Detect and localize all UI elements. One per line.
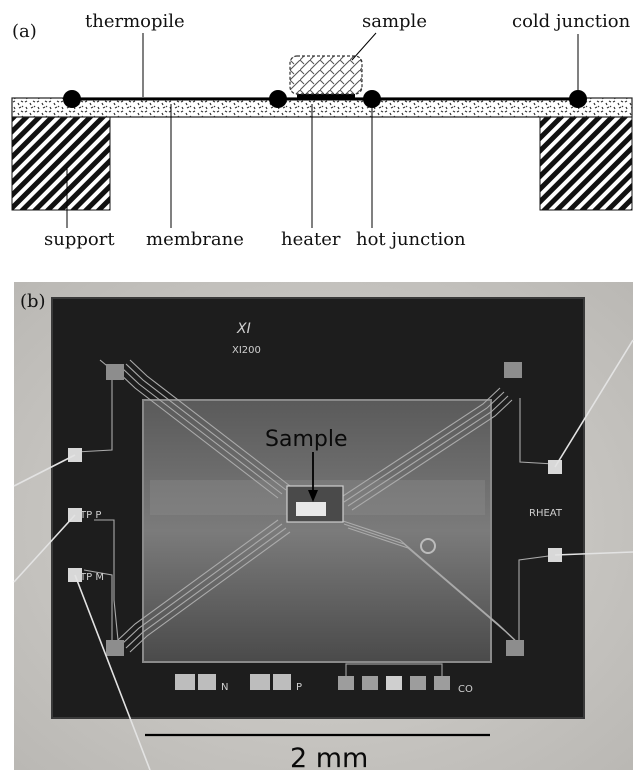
pad-co-3 xyxy=(386,676,402,690)
panel-a-tag: (a) xyxy=(12,21,37,42)
junction-dot-left xyxy=(63,90,81,108)
hot-junction-dot xyxy=(363,90,381,108)
junction-dot-center-left xyxy=(269,90,287,108)
pad-p-2 xyxy=(273,674,291,690)
support-left xyxy=(12,115,110,210)
chip-logo-mark: XI xyxy=(236,321,251,337)
chip-heat-label: RHEAT xyxy=(529,508,563,519)
chip-logo: XI200 xyxy=(232,345,261,356)
membrane-layer xyxy=(12,98,632,117)
chip-tp-p-label: TP P xyxy=(79,510,101,521)
chip-tp-m-label: TP M xyxy=(79,572,104,583)
pad-corner-tr xyxy=(504,362,522,378)
label-membrane: membrane xyxy=(146,229,244,250)
sample-particle xyxy=(296,502,326,516)
chip-co-label: CO xyxy=(458,684,473,695)
pad-n-1 xyxy=(175,674,195,690)
pad-co-1 xyxy=(338,676,354,690)
panel-a-schematic: (a) thermopile sample cold junction supp… xyxy=(12,11,632,250)
pad-n-2 xyxy=(198,674,216,690)
label-hot-junction: hot junction xyxy=(356,229,466,250)
chip-n-label: N xyxy=(221,682,228,693)
pad-corner-tl xyxy=(106,364,124,380)
label-sample: sample xyxy=(362,11,427,32)
sample-block xyxy=(290,56,362,94)
support-right xyxy=(540,115,632,210)
pad-co-4 xyxy=(410,676,426,690)
label-support: support xyxy=(44,229,115,250)
scale-label: 2 mm xyxy=(290,743,368,771)
pad-corner-bl xyxy=(106,640,124,656)
leader-sample xyxy=(352,33,376,60)
pad-p-1 xyxy=(250,674,270,690)
panel-b-photo: XI XI200 RHEAT TP P TP M N P CO (b) Samp… xyxy=(14,282,633,771)
sample-label: Sample xyxy=(265,427,348,452)
pad-co-2 xyxy=(362,676,378,690)
label-heater: heater xyxy=(281,229,341,250)
label-cold-junction: cold junction xyxy=(512,11,631,32)
label-thermopile: thermopile xyxy=(85,11,185,32)
panel-b-tag: (b) xyxy=(20,291,46,312)
chip-p-label: P xyxy=(296,682,302,693)
cold-junction-dot xyxy=(569,90,587,108)
pad-corner-br xyxy=(506,640,524,656)
pad-co-5 xyxy=(434,676,450,690)
